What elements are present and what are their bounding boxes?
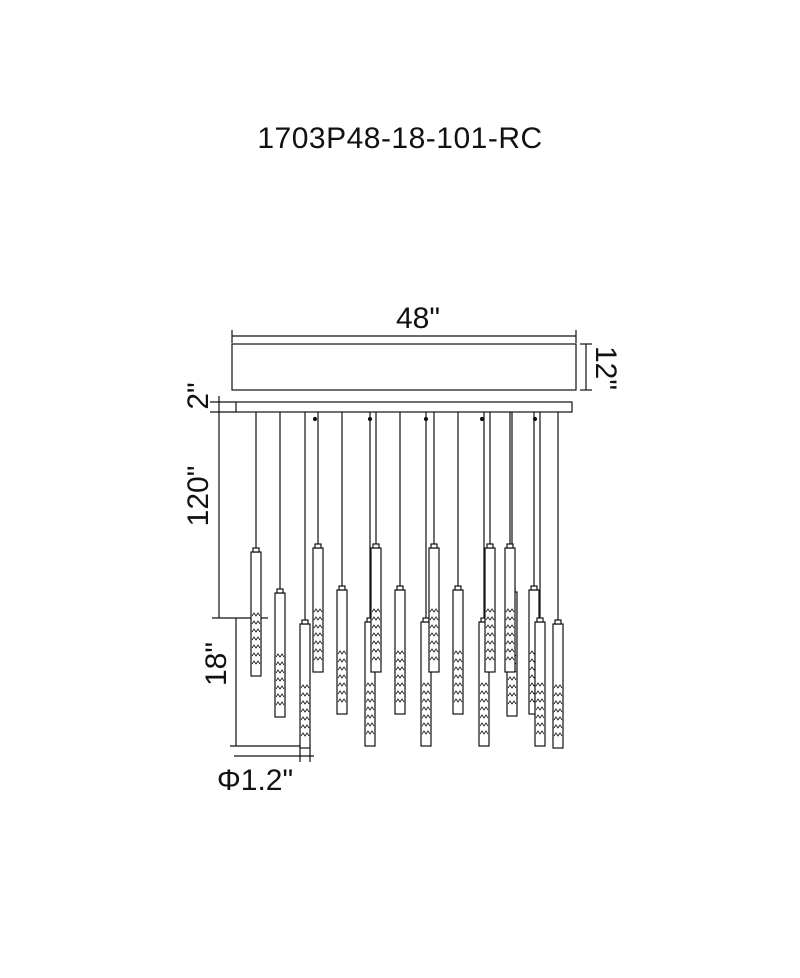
mounting-plate <box>235 401 573 413</box>
pendant-group <box>250 412 564 749</box>
pendant-cap <box>372 543 380 549</box>
pendant-cap <box>301 619 309 625</box>
mounting-point <box>312 416 318 422</box>
pendant-cap <box>252 547 260 553</box>
mounting-point <box>367 416 373 422</box>
pendant-crystal-pattern <box>275 653 285 706</box>
pendant-cap <box>506 543 514 549</box>
pendant-tube <box>299 623 311 749</box>
pendant-tube <box>534 621 546 747</box>
mounting-point <box>479 416 485 422</box>
pendant-cap <box>530 585 538 591</box>
pendant-crystal-pattern <box>371 608 381 661</box>
canopy-height-label: 12" <box>589 346 622 390</box>
pendant-crystal-pattern <box>395 650 405 703</box>
mounting-point <box>532 416 538 422</box>
pendant-crystal-pattern <box>313 608 323 661</box>
pendant-tube <box>274 592 286 718</box>
pendant-crystal-pattern <box>505 608 515 661</box>
pendant-cap <box>554 619 562 625</box>
pendant-crystal-pattern <box>337 650 347 703</box>
pendant-cap <box>536 617 544 623</box>
pendant-crystal-pattern <box>429 608 439 661</box>
pendant-tube <box>250 551 262 677</box>
product-model-title: 1703P48-18-101-RC <box>257 122 543 155</box>
pendant-cap <box>422 617 430 623</box>
pendant-crystal-pattern <box>300 684 310 737</box>
pendant-tube <box>336 589 348 715</box>
pendant-tube <box>452 589 464 715</box>
mounting-point <box>423 416 429 422</box>
pendant-tube <box>370 547 382 673</box>
pendant-crystal-pattern <box>553 684 563 737</box>
pendant-tube <box>552 623 564 749</box>
pendant-tube <box>312 547 324 673</box>
width-label: 48" <box>396 302 440 335</box>
pendant-crystal-pattern <box>421 682 431 735</box>
pendant-tube <box>428 547 440 673</box>
pendant-cap <box>396 585 404 591</box>
diameter-label: Φ1.2" <box>217 764 293 797</box>
pendant-crystal-pattern <box>535 682 545 735</box>
gap-label: 2" <box>182 382 215 409</box>
pendant-crystal-pattern <box>251 612 261 665</box>
pendant-crystal-pattern <box>479 682 489 735</box>
pendant-tube <box>484 547 496 673</box>
pendant-crystal-pattern <box>365 682 375 735</box>
pendant-crystal-pattern <box>453 650 463 703</box>
pendant-crystal-pattern <box>485 608 495 661</box>
pendant-cap <box>486 543 494 549</box>
pendant-cap <box>314 543 322 549</box>
pendant-tube <box>394 589 406 715</box>
pendant-length-label: 18" <box>200 642 233 686</box>
cable-length-label: 120" <box>182 466 215 527</box>
pendant-tube <box>504 547 516 673</box>
pendant-cap <box>276 588 284 594</box>
canopy-box <box>231 343 577 391</box>
pendant-cap <box>430 543 438 549</box>
pendant-cap <box>338 585 346 591</box>
pendant-cap <box>454 585 462 591</box>
